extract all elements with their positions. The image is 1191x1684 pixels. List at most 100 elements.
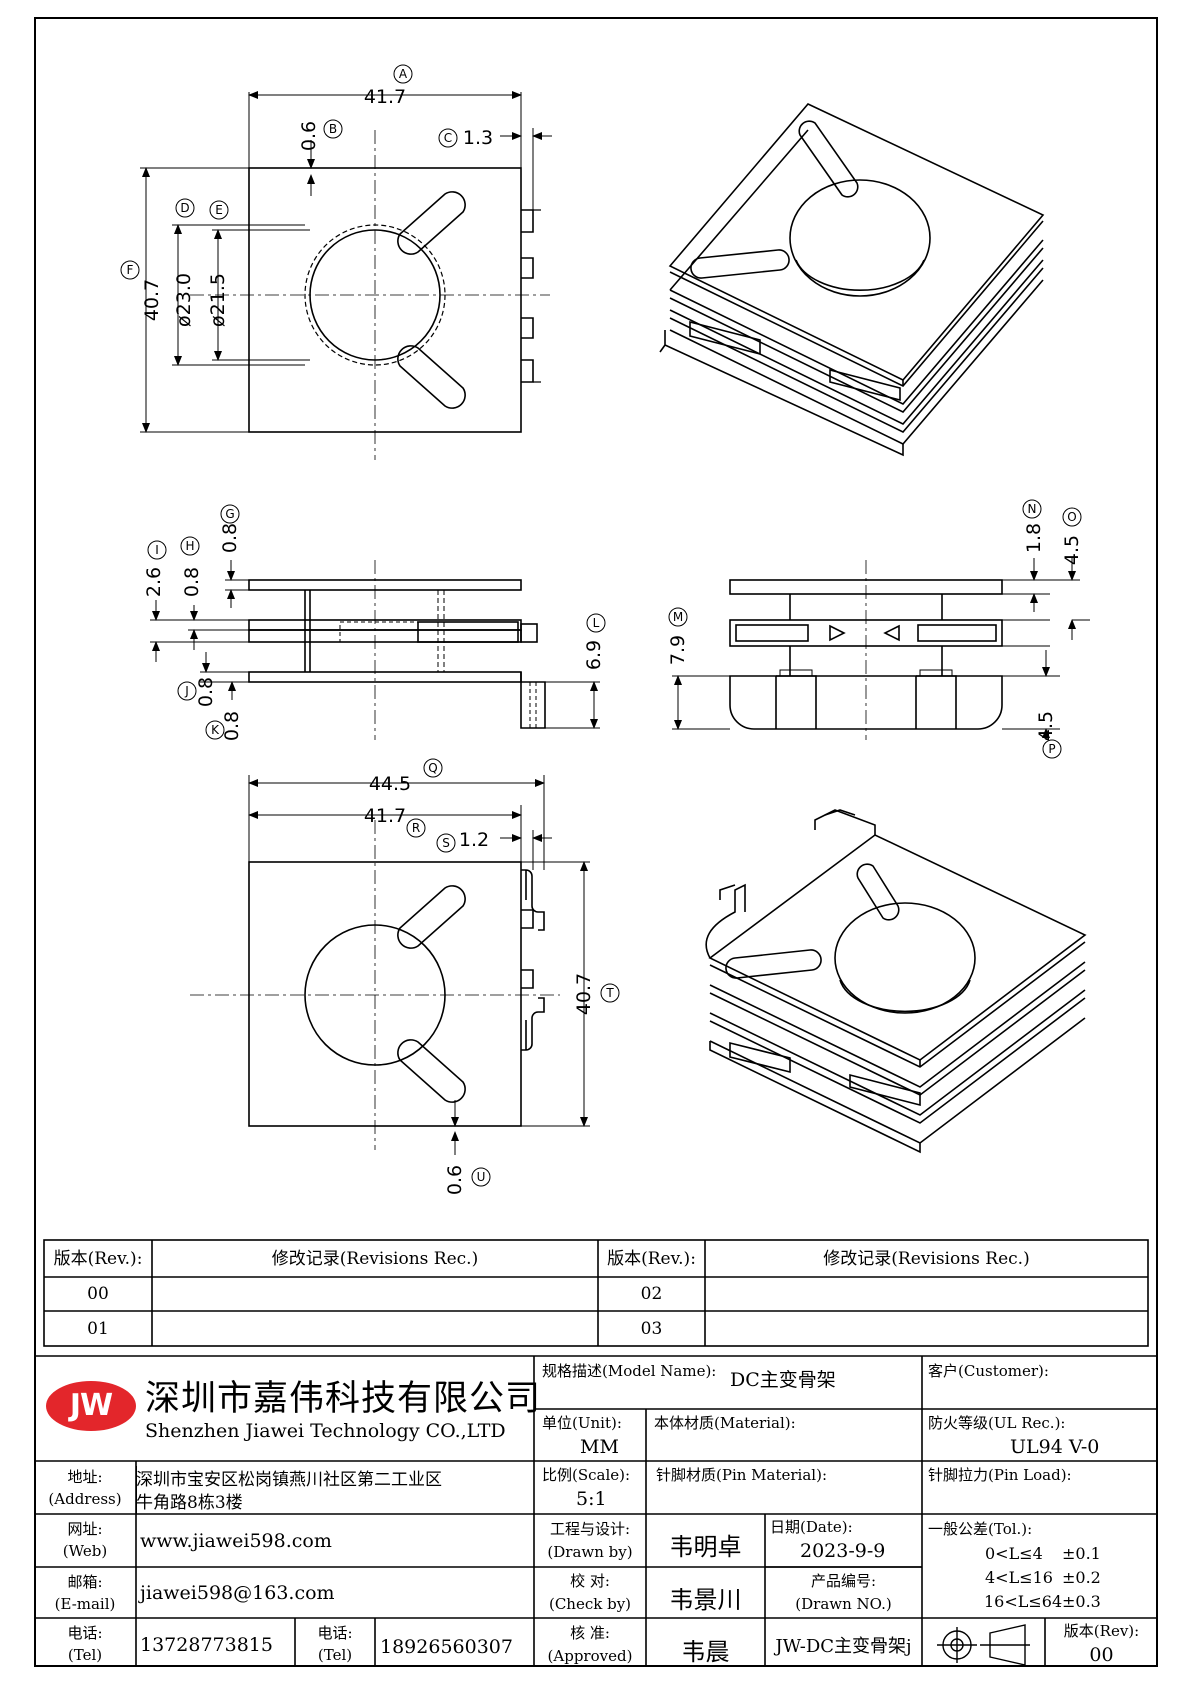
- drawn-by: 韦明卓: [669, 1533, 742, 1561]
- dim-front-4-5-p: 4.5: [1035, 711, 1057, 741]
- drawing-number: JW-DC主变骨架j: [775, 1636, 912, 1657]
- rev-row: 02: [640, 1284, 663, 1304]
- dim-dia-inner: ø21.5: [207, 273, 229, 327]
- rec-header-right: 修改记录(Revisions Rec.): [823, 1249, 1030, 1269]
- dim-top-width: 41.7: [364, 86, 406, 108]
- tel-label-2-en: (Tel): [317, 1646, 353, 1664]
- address-line-2: 牛角路8栋3楼: [136, 1493, 243, 1513]
- balloon: U: [477, 1170, 486, 1184]
- check-label-en: (Check by): [548, 1595, 632, 1613]
- drawn-label-en: (Drawn by): [547, 1543, 633, 1561]
- company-name-en: Shenzhen Jiawei Technology CO.,LTD: [145, 1420, 506, 1442]
- model-label: 规格描述(Model Name):: [542, 1362, 717, 1380]
- scale-value: 5:1: [576, 1488, 607, 1510]
- scale-label: 比例(Scale):: [542, 1466, 631, 1484]
- top-view: [140, 91, 552, 460]
- mail-label-en: (E-mail): [54, 1595, 116, 1613]
- balloon: R: [412, 821, 420, 835]
- dim-side-6-9: 6.9: [583, 640, 605, 670]
- balloon: T: [605, 986, 614, 1000]
- checked-by: 韦景川: [669, 1586, 742, 1614]
- check-label: 校 对:: [570, 1572, 610, 1590]
- balloon: I: [155, 543, 159, 557]
- dim-side-0-8-g: 0.8: [219, 523, 241, 553]
- rev-header-left: 版本(Rev.):: [53, 1249, 143, 1269]
- balloon: O: [1067, 510, 1076, 524]
- dim-side-0-8-j: 0.8: [195, 677, 217, 707]
- web-url[interactable]: www.jiawei598.com: [140, 1530, 332, 1552]
- address-label: 地址:: [67, 1468, 103, 1486]
- tolerance-value: ±0.1: [1062, 1544, 1101, 1563]
- dim-front-4-5-o: 4.5: [1061, 535, 1083, 565]
- balloon: M: [673, 610, 683, 624]
- dim-dia-outer: ø23.0: [173, 273, 195, 327]
- projection-symbol-icon: [937, 1624, 1030, 1666]
- balloon: L: [593, 616, 600, 630]
- dim-bot-width-outer: 44.5: [369, 773, 411, 795]
- dim-side-0-8-h: 0.8: [181, 567, 203, 597]
- material-label: 本体材质(Material):: [654, 1414, 796, 1432]
- balloon: D: [180, 201, 189, 215]
- balloon: K: [211, 723, 220, 737]
- iso-view-top: [659, 103, 1045, 457]
- email-address[interactable]: jiawei598@163.com: [140, 1582, 335, 1604]
- pin-load-label: 针脚拉力(Pin Load):: [928, 1466, 1072, 1484]
- company-name-cn: 深圳市嘉伟科技有限公司: [145, 1379, 542, 1419]
- web-label: 网址:: [67, 1520, 103, 1538]
- balloon: G: [225, 507, 234, 521]
- tel-number-1: 13728773815: [140, 1634, 273, 1656]
- rev-row: 00: [87, 1284, 109, 1304]
- customer-label: 客户(Customer):: [928, 1362, 1049, 1380]
- ul-label: 防火等级(UL Rec.):: [928, 1414, 1066, 1432]
- dim-top-height: 40.7: [141, 279, 163, 321]
- balloon: J: [184, 684, 189, 698]
- rev-value: 00: [1089, 1644, 1114, 1666]
- balloon-letters: A B C D E F G H I J K L M N O P Q R S T …: [127, 67, 1077, 1184]
- pin-material-label: 针脚材质(Pin Material):: [656, 1466, 827, 1484]
- mail-label: 邮箱:: [67, 1573, 103, 1591]
- tolerance-label: 一般公差(Tol.):: [928, 1520, 1033, 1538]
- rev-label: 版本(Rev):: [1063, 1622, 1140, 1640]
- rev-row: 03: [640, 1319, 663, 1339]
- dim-bot-height: 40.7: [573, 973, 595, 1015]
- tel-label-2: 电话:: [317, 1624, 353, 1642]
- unit-label: 单位(Unit):: [542, 1414, 622, 1432]
- approved-label: 核 准:: [570, 1624, 610, 1642]
- tolerance-value: ±0.2: [1062, 1568, 1101, 1587]
- web-label-en: (Web): [62, 1542, 108, 1560]
- balloon: Q: [428, 761, 437, 775]
- model-name: DC主变骨架: [730, 1369, 836, 1391]
- balloon: H: [185, 539, 194, 553]
- front-view: [672, 558, 1090, 740]
- date-label: 日期(Date):: [770, 1518, 853, 1536]
- side-view: [150, 560, 600, 740]
- bottom-view: [190, 775, 590, 1155]
- dim-side-2-6: 2.6: [143, 567, 165, 597]
- drawing-no-label-en: (Drawn NO.): [795, 1595, 892, 1613]
- balloon: C: [444, 131, 452, 145]
- date-value: 2023-9-9: [800, 1540, 886, 1562]
- dim-side-0-8-k: 0.8: [221, 711, 243, 741]
- unit-value: MM: [580, 1436, 619, 1458]
- balloon: A: [399, 67, 408, 81]
- tolerance-range: 4<L≤16: [985, 1568, 1053, 1587]
- tel-label-en: (Tel): [67, 1646, 103, 1664]
- dim-front-7-9: 7.9: [667, 635, 689, 665]
- approved-by: 韦晨: [681, 1638, 730, 1666]
- company-logo: JW: [46, 1381, 136, 1431]
- tolerance-value: ±0.3: [1062, 1592, 1101, 1611]
- rev-row: 01: [87, 1319, 109, 1339]
- engineering-drawing: 41.7 1.3 0.6 40.7 ø23.0 ø21.5 2.6 0.8 0.…: [120, 64, 1090, 1195]
- dim-bot-edge: 0.6: [444, 1165, 466, 1195]
- balloon: B: [329, 122, 337, 136]
- dim-front-1-8: 1.8: [1023, 523, 1045, 553]
- rec-header-left: 修改记录(Revisions Rec.): [271, 1249, 479, 1269]
- tolerance-range: 16<L≤64: [984, 1592, 1063, 1611]
- dim-top-pin-offset: 1.3: [463, 127, 493, 149]
- address-label-en: (Address): [48, 1490, 122, 1508]
- tel-number-2: 18926560307: [380, 1636, 513, 1658]
- balloon: E: [215, 203, 223, 217]
- tolerance-range: 0<L≤4: [985, 1544, 1043, 1563]
- balloon: P: [1048, 742, 1055, 756]
